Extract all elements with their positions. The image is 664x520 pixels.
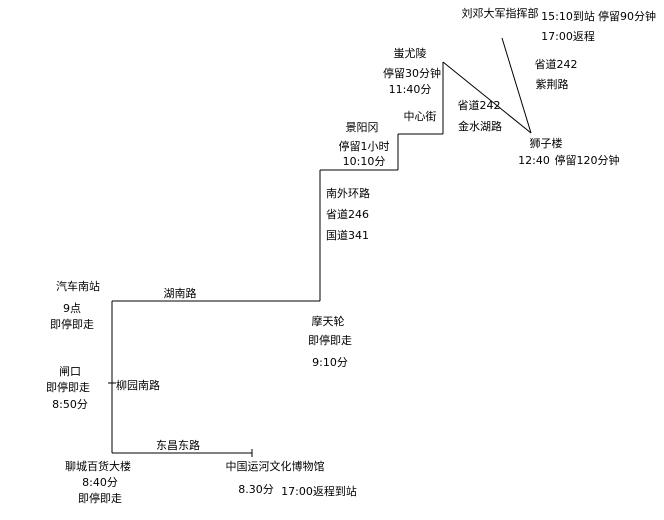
stop-note-bus-south: 即停即走 [50,318,94,331]
road-label-jinshui: 金水湖路 [458,120,502,133]
stop-stay-shizilou: 停留120分钟 [554,154,620,167]
stop-return-liudeng: 17:00返程 [541,30,595,43]
route-jinshui-lake [442,61,532,134]
stop-name-bus-south: 汽车南站 [56,280,100,293]
road-label-liuyuan: 柳园南路 [116,379,160,392]
road-label-provincial-242b: 省道242 [534,58,578,71]
road-label-dongchang: 东昌东路 [156,439,200,452]
route-zijing-road [501,37,532,134]
stop-time-chiyou: 11:40分 [388,83,432,96]
stop-stay-chiyou: 停留30分钟 [383,67,441,80]
stop-name-zhakou: 闸口 [59,365,81,378]
stop-time-ferris-wheel: 9:10分 [312,356,348,369]
road-label-national-341: 国道341 [326,229,369,242]
road-label-provincial-242a: 省道242 [457,99,501,112]
stop-time-bus-south: 9点 [63,302,81,315]
stop-name-jingyanggang: 景阳冈 [345,121,379,134]
stop-return-canal-museum: 17:00返程到站 [281,485,357,498]
road-label-south-ring: 南外环路 [326,187,370,200]
road-label-provincial-246: 省道246 [326,208,369,221]
stop-name-canal-museum: 中国运河文化博物馆 [225,460,325,473]
stop-time-zhakou: 8:50分 [52,398,88,411]
stop-name-liudeng: 刘邓大军指挥部 [461,7,539,20]
stop-stay-jingyanggang: 停留1小时 [338,140,390,153]
road-label-zijing: 紫荆路 [535,78,569,91]
stop-time-canal-museum: 8.30分 [238,483,274,496]
stop-name-chiyou: 蚩尤陵 [393,47,427,60]
stop-name-ferris-wheel: 摩天轮 [311,315,345,328]
road-label-hunan: 湖南路 [163,287,197,300]
stop-arrive-liudeng: 15:10到站 [541,10,595,23]
stop-note-zhakou: 即停即走 [46,381,90,394]
stop-time-jingyanggang: 10:10分 [342,155,386,168]
road-label-zhongxin: 中心街 [403,110,437,123]
stop-name-liaocheng-store: 聊城百货大楼 [65,460,131,473]
stop-note-ferris-wheel: 即停即走 [308,334,352,347]
stop-name-shizilou: 狮子楼 [529,137,563,150]
stop-time-shizilou: 12:40 [518,154,550,167]
stop-stay-liudeng: 停留90分钟 [598,10,656,23]
stop-time-liaocheng-store: 8:40分 [82,476,118,489]
stop-note-liaocheng-store: 即停即走 [78,492,122,505]
